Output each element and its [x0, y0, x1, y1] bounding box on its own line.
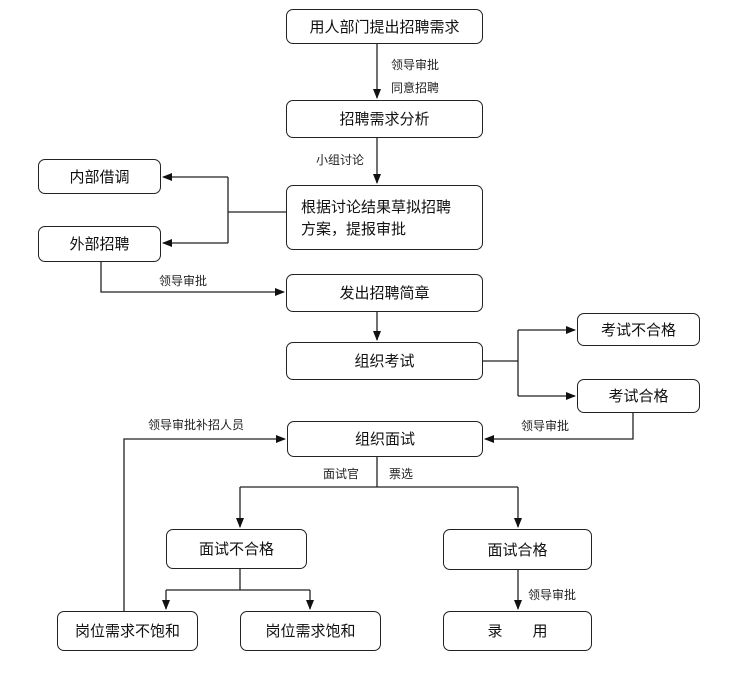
node-internal-transfer: 内部借调 — [38, 159, 161, 194]
node-announce: 发出招聘简章 — [286, 274, 483, 312]
label-leader-approval-3: 领导审批 — [521, 419, 570, 433]
label-agree-recruit: 同意招聘 — [391, 81, 440, 95]
node-plan: 根据讨论结果草拟招聘 方案，提报审批 — [286, 185, 483, 250]
arrow-loop-to-interview — [123, 435, 286, 611]
node-external-recruit: 外部招聘 — [38, 226, 161, 262]
node-interview-fail: 面试不合格 — [166, 529, 307, 569]
node-exam-fail: 考试不合格 — [577, 313, 700, 346]
node-interview-pass: 面试合格 — [443, 529, 592, 570]
node-exam-pass: 考试合格 — [577, 379, 700, 413]
label-ticket-select: 票选 — [389, 467, 414, 481]
label-leader-approval-4: 领导审批 — [528, 588, 577, 602]
label-group-discussion: 小组讨论 — [316, 153, 365, 167]
arrow-exampass-to-interview — [484, 413, 634, 443]
node-exam: 组织考试 — [286, 342, 483, 380]
label-leader-approval-2: 领导审批 — [159, 274, 208, 288]
node-saturated: 岗位需求饱和 — [240, 611, 381, 651]
node-hire: 录 用 — [443, 611, 592, 651]
node-dept-request: 用人部门提出招聘需求 — [286, 9, 483, 44]
node-interview: 组织面试 — [287, 421, 483, 457]
node-not-saturated: 岗位需求不饱和 — [57, 611, 198, 651]
arrow-external-to-announce — [100, 262, 285, 296]
label-leader-approval-1: 领导审批 — [391, 58, 440, 72]
node-analysis: 招聘需求分析 — [286, 100, 483, 138]
label-interviewer: 面试官 — [323, 467, 360, 481]
label-leader-approval-supplement: 领导审批补招人员 — [148, 418, 245, 432]
